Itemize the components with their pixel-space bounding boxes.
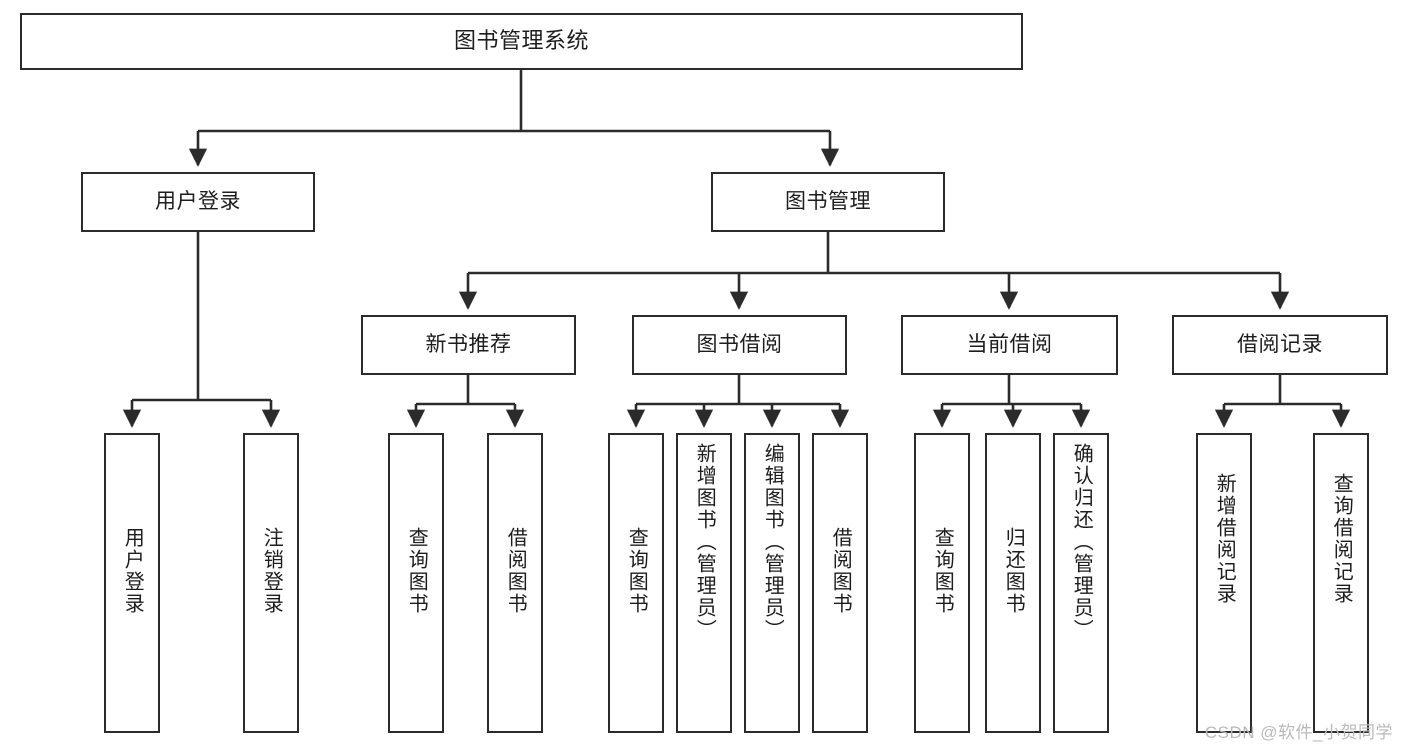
node-book-borrow-label: 图书借阅	[696, 333, 783, 357]
node-new-book-rec[interactable]: 新书推荐	[361, 315, 576, 375]
node-user-login[interactable]: 用户登录	[81, 172, 315, 232]
node-leaf-add-record[interactable]: 新增借阅记录	[1196, 433, 1252, 733]
node-leaf-add-record-label: 新增借阅记录	[1213, 473, 1236, 605]
node-leaf-user-login[interactable]: 用户登录	[104, 433, 160, 733]
node-leaf-query-record[interactable]: 查询借阅记录	[1313, 433, 1369, 733]
node-leaf-query-book-3-label: 查询图书	[931, 527, 954, 615]
node-leaf-borrow-book-2[interactable]: 借阅图书	[812, 433, 868, 733]
node-leaf-query-book-2[interactable]: 查询图书	[608, 433, 664, 733]
node-leaf-query-book-1-label: 查询图书	[405, 527, 428, 615]
node-leaf-edit-book-label: 编辑图书（管理员）	[761, 443, 784, 641]
node-leaf-query-book-3[interactable]: 查询图书	[914, 433, 970, 733]
node-leaf-return-book-label: 归还图书	[1002, 527, 1025, 615]
node-leaf-query-book-2-label: 查询图书	[625, 527, 648, 615]
node-borrow-record-label: 借阅记录	[1237, 333, 1323, 357]
node-leaf-add-book-label: 新增图书（管理员）	[693, 443, 716, 641]
node-leaf-query-book-1[interactable]: 查询图书	[388, 433, 444, 733]
node-borrow-record[interactable]: 借阅记录	[1172, 315, 1388, 375]
node-leaf-user-logout-label: 注销登录	[260, 527, 283, 615]
node-leaf-confirm-return-label: 确认归还（管理员）	[1070, 443, 1093, 641]
node-current-borrow-label: 当前借阅	[966, 333, 1053, 357]
node-leaf-query-record-label: 查询借阅记录	[1330, 473, 1353, 605]
node-leaf-borrow-book-2-label: 借阅图书	[829, 527, 852, 615]
node-leaf-user-login-label: 用户登录	[121, 527, 144, 615]
node-root-label: 图书管理系统	[453, 28, 589, 54]
node-leaf-confirm-return[interactable]: 确认归还（管理员）	[1053, 433, 1109, 733]
node-book-manage-label: 图书管理	[785, 190, 871, 214]
node-book-borrow[interactable]: 图书借阅	[632, 315, 847, 375]
node-leaf-borrow-book-1-label: 借阅图书	[504, 527, 527, 615]
node-leaf-edit-book[interactable]: 编辑图书（管理员）	[744, 433, 800, 733]
node-new-book-rec-label: 新书推荐	[425, 333, 512, 357]
node-current-borrow[interactable]: 当前借阅	[901, 315, 1118, 375]
watermark: CSDN @软件_小贺同学	[1204, 723, 1393, 742]
node-book-manage[interactable]: 图书管理	[711, 172, 945, 232]
node-root[interactable]: 图书管理系统	[20, 13, 1023, 70]
node-leaf-borrow-book-1[interactable]: 借阅图书	[487, 433, 543, 733]
node-leaf-return-book[interactable]: 归还图书	[985, 433, 1041, 733]
node-user-login-label: 用户登录	[155, 190, 241, 214]
node-leaf-add-book[interactable]: 新增图书（管理员）	[676, 433, 732, 733]
node-leaf-user-logout[interactable]: 注销登录	[243, 433, 299, 733]
